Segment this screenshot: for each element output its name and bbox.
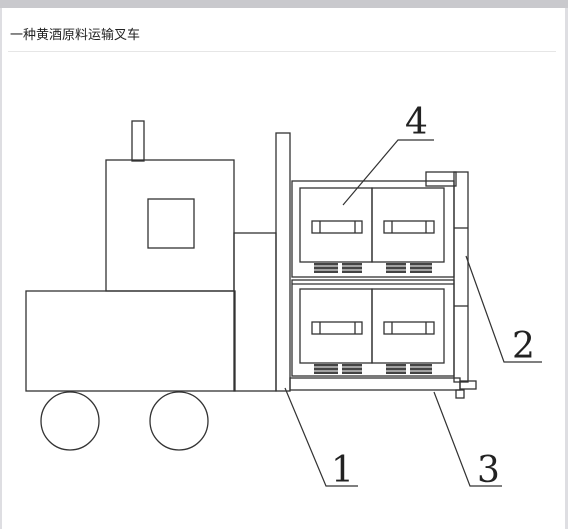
page-title: 一种黄酒原料运输叉车 <box>10 28 141 43</box>
left-border <box>0 8 2 529</box>
fork-platform <box>289 377 461 391</box>
rack-frame-lower <box>291 279 455 377</box>
rear-guard-top <box>425 171 457 187</box>
title-divider <box>8 51 556 52</box>
pallet-slats <box>314 263 432 374</box>
engine-block <box>25 290 236 392</box>
cab-body <box>105 159 235 292</box>
rear-wheel <box>40 391 100 451</box>
callout-1: 1 <box>331 450 354 491</box>
upper-crate-right <box>371 187 445 263</box>
right-border <box>565 8 568 529</box>
leader-line-2 <box>465 255 542 363</box>
front-wheel <box>149 391 209 451</box>
rear-guard-upright <box>453 171 469 383</box>
exhaust-pipe <box>131 120 145 162</box>
leader-line-3 <box>433 391 502 487</box>
upper-crate-left <box>299 187 373 263</box>
lower-crate-left <box>299 288 373 364</box>
cab-window <box>147 198 195 249</box>
callout-2: 2 <box>512 326 535 367</box>
leader-line-1 <box>284 387 358 487</box>
lifting-mast <box>275 132 291 392</box>
top-bar <box>0 0 568 8</box>
callout-3: 3 <box>477 450 500 491</box>
leader-line-4 <box>342 139 434 206</box>
mast-connector <box>233 232 277 392</box>
lower-crate-right <box>371 288 445 364</box>
fork-tip <box>459 380 477 390</box>
fork-tip-lower <box>455 389 465 399</box>
callout-4: 4 <box>405 102 428 143</box>
